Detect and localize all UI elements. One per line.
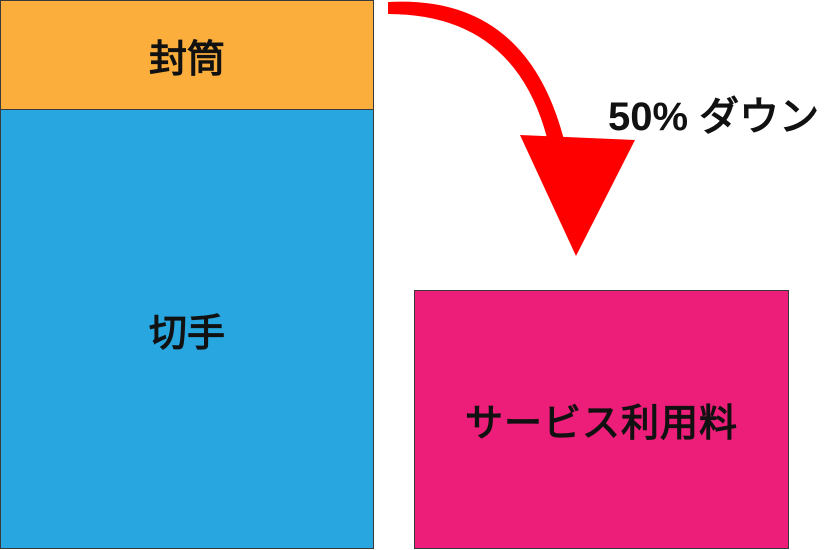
stamp-box: 切手 — [0, 109, 374, 549]
service-fee-box: サービス利用料 — [414, 290, 789, 549]
arrow-head — [520, 135, 635, 256]
stamp-label: 切手 — [148, 310, 225, 355]
discount-label: 50% ダウン — [608, 95, 820, 139]
curved-arrow-icon — [388, 1, 635, 256]
envelope-box: 封筒 — [0, 0, 374, 110]
envelope-label: 封筒 — [148, 36, 225, 81]
arrow-shaft — [388, 1, 566, 151]
service-fee-label: サービス利用料 — [464, 401, 738, 445]
